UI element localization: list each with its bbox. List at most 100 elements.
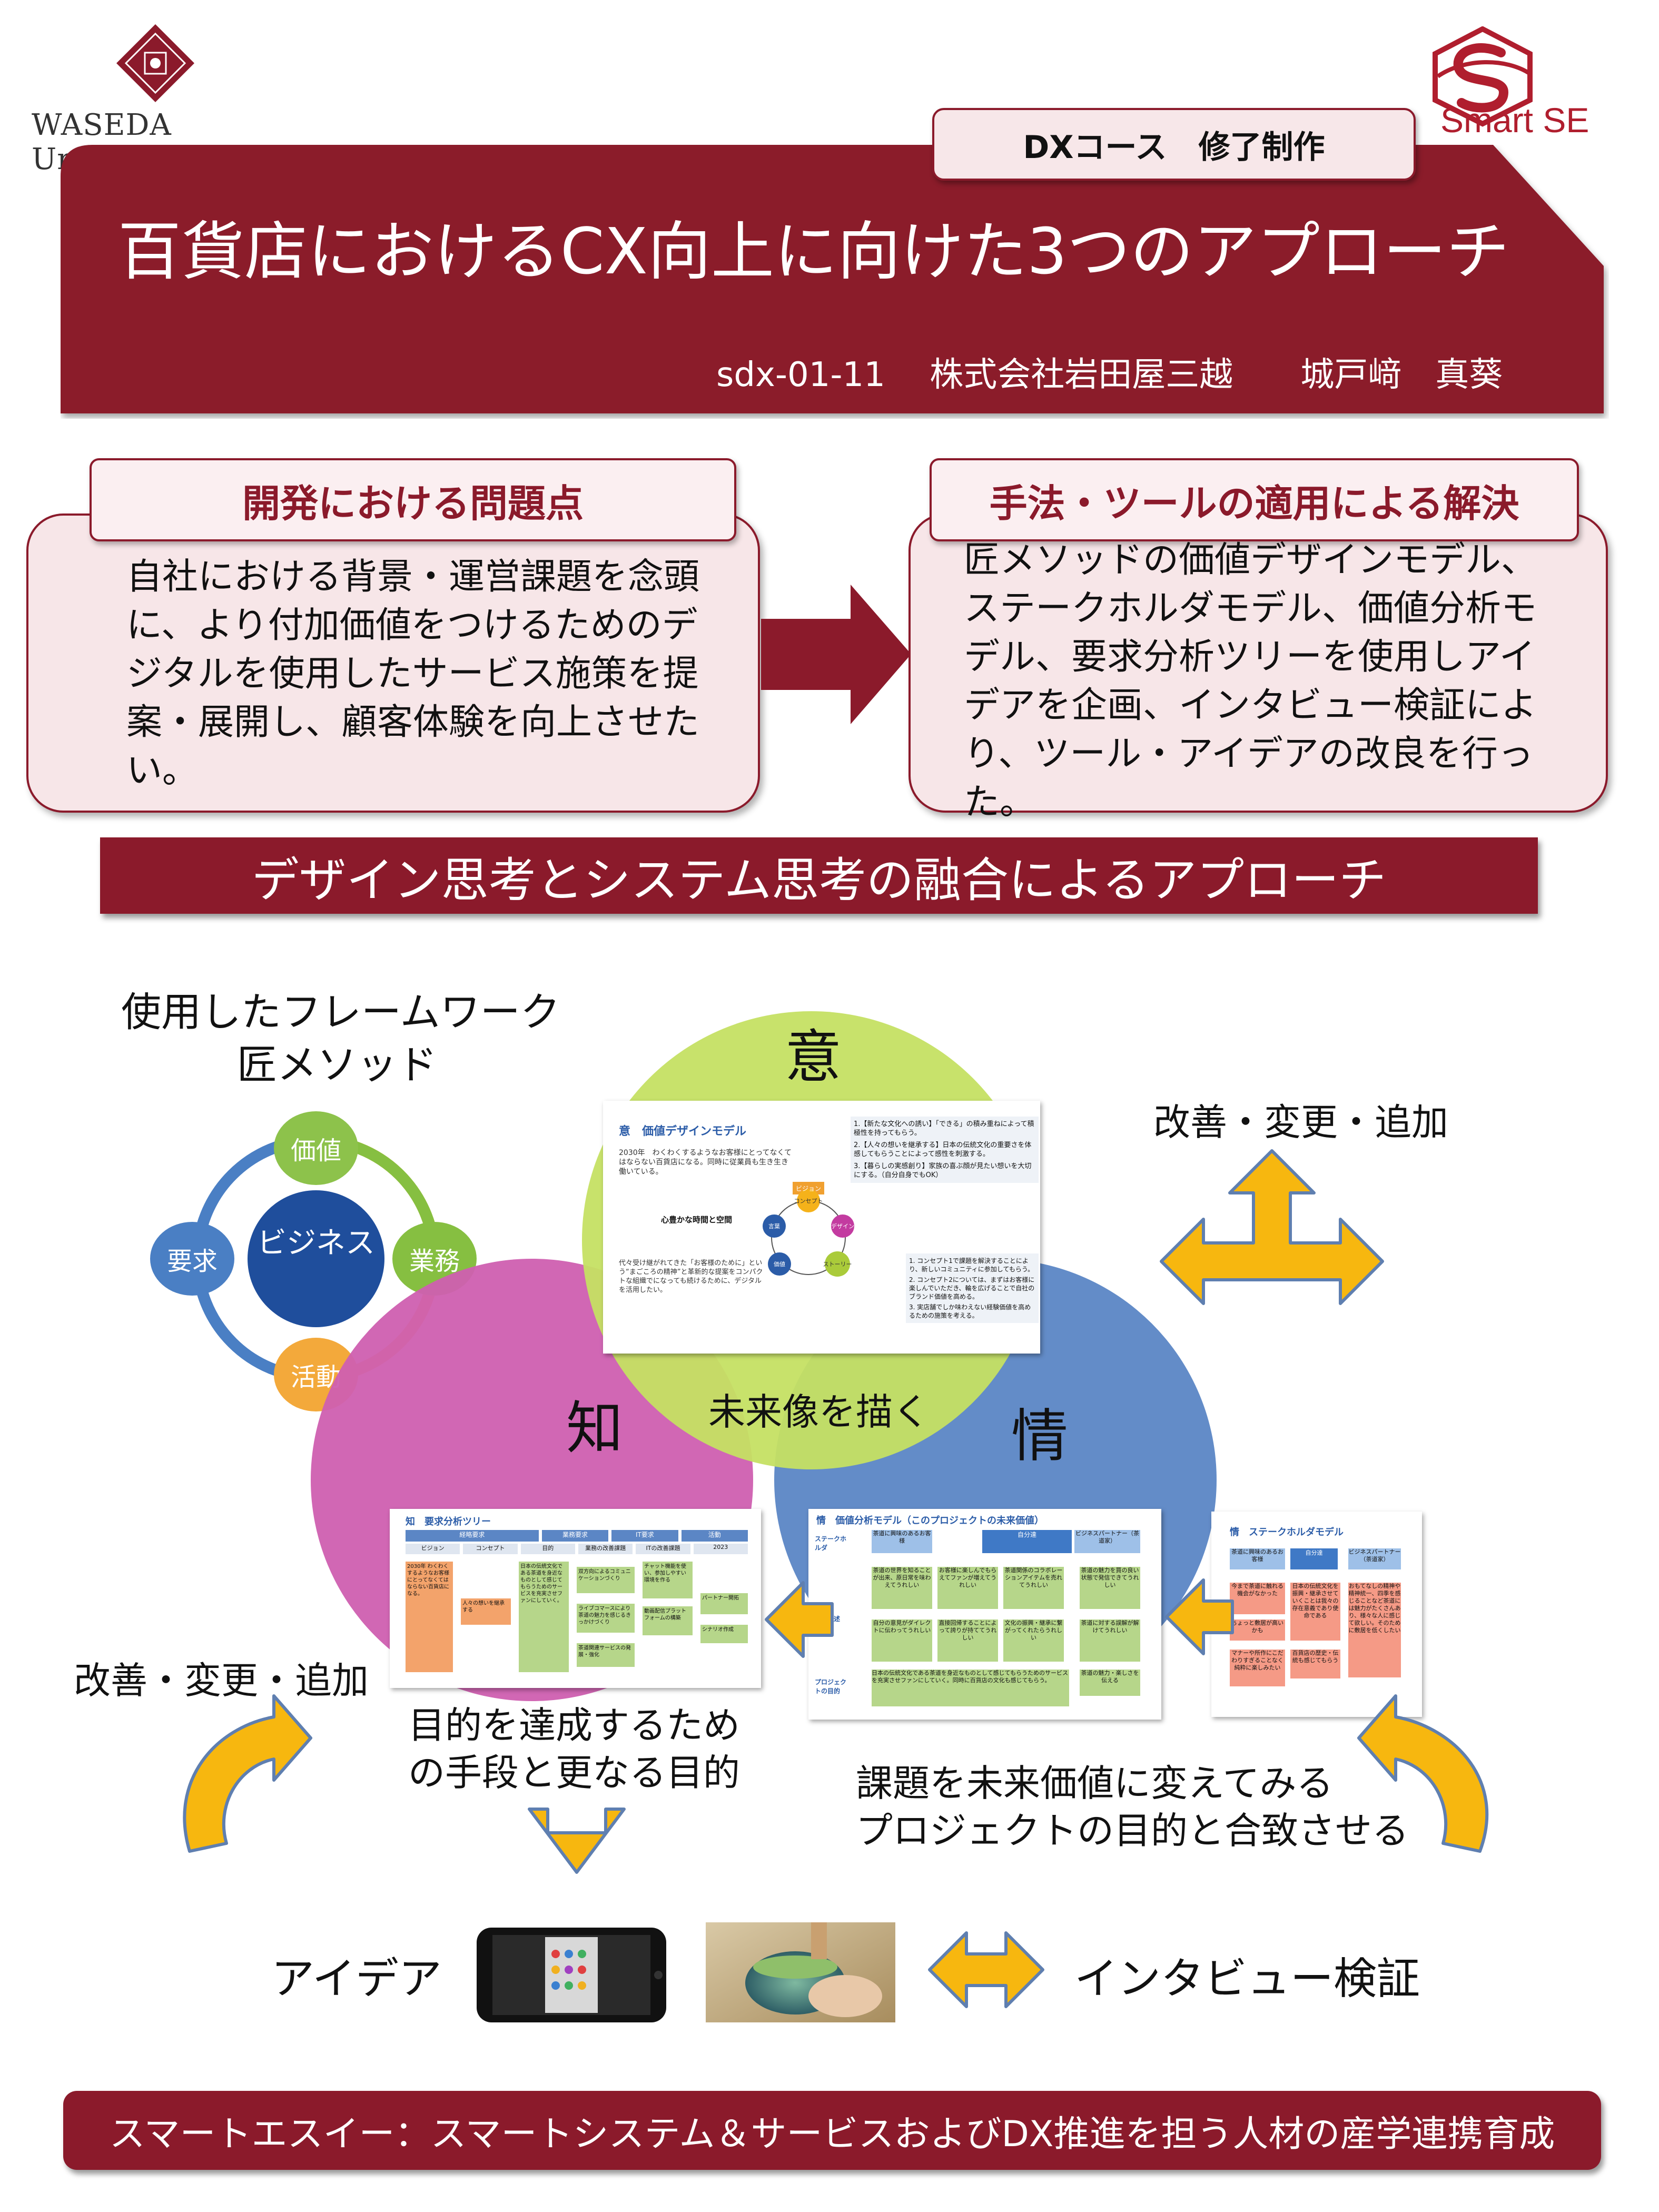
req-sub-4: 業務の改善課題 — [578, 1544, 633, 1554]
value-point-3: 3.【暮らしの実感創り】家族の喜ぶ顔が見たい想いを大切にする。（自分自身でもOK… — [854, 1162, 1032, 1179]
va-cell-3: 茶道関係のコラボレーションアイテムを売れてうれしい — [1003, 1567, 1064, 1609]
sh-cell-4: ちょっと敷居が高いかも — [1230, 1619, 1285, 1641]
venn-caption-right-1: 課題を未来価値に変えてみる — [856, 1762, 1334, 1805]
venn-caption-top: 未来像を描く — [708, 1390, 930, 1434]
concept-3: 3. 実店舗でしか味わえない経験価値を高めるための施策を考える。 — [909, 1303, 1031, 1319]
req-cell-communication: 双方向によるコミュニケーションづくり — [577, 1567, 635, 1593]
requirements-subheader-row: ビジョン コンセプト 目的 業務の改善課題 ITの改善課題 2023 — [406, 1544, 748, 1554]
framework-subtitle: 匠メソッド — [237, 1041, 437, 1088]
venn-char-right: 情 — [1011, 1404, 1069, 1469]
va-cell-2: お客様に楽しんでもらえてファンが増えてうれしい — [937, 1567, 998, 1609]
concept-1: 1. コンセプト1で課題を解決することにより、新しいコミュニティに参加してもらう… — [909, 1257, 1034, 1273]
concept-2: 2. コンセプト2については、まずはお客様に楽しんでいただき、輪を広げることで自… — [909, 1276, 1035, 1300]
value-point-1: 1.【新たな文化への誘い】「できる」の積み重ねによって積極性を持ってもらう。 — [854, 1120, 1034, 1137]
cycle-node-requirements: 要求 — [150, 1222, 234, 1296]
va-purpose-right: 茶道の魅力・楽しさを伝える — [1080, 1670, 1140, 1696]
venn-char-top: 意 — [785, 1024, 842, 1090]
interview-label: インタビュー検証 — [1074, 1954, 1420, 2004]
req-cell-purpose: 日本の伝統文化である茶道を身近なものとして感じてもらうためのサービスを充実させフ… — [519, 1562, 569, 1672]
venn-char-left: 知 — [566, 1396, 624, 1461]
sh-col-1: 茶道に興味のあるお客様 — [1230, 1548, 1285, 1569]
flow-arrows — [183, 1149, 1489, 2008]
cycle-node-3: ストーリー — [823, 1261, 852, 1268]
cycle-node-0: ビジョン — [796, 1185, 821, 1192]
va-cell-4: 茶道の魅力を買の良い状態で発信できてうれしい — [1080, 1567, 1140, 1609]
venn-caption-left-2: の手段と更なる目的 — [408, 1751, 740, 1794]
framework-title: 使用したフレームワーク — [121, 989, 560, 1035]
req-cell-livecommerce: ライブコマースにより茶道の魅力を感じるきっかけづくり — [577, 1604, 635, 1633]
cycle-node-operations: 業務 — [392, 1222, 477, 1296]
req-sub-6: 2023 — [693, 1544, 748, 1554]
va-col-3: ビジネスパートナー（茶道家） — [1074, 1530, 1140, 1553]
req-sub-1: ビジョン — [406, 1544, 460, 1554]
sh-cell-1: 今まで茶道に触れる機会がなかった — [1230, 1583, 1285, 1614]
curved-arrow-left-icon — [183, 1694, 312, 1853]
req-sub-3: 目的 — [520, 1544, 575, 1554]
req-cell-scenario: シナリオ作成 — [700, 1625, 748, 1643]
stakeholder-panel: 情 ステークホルダモデル 茶道に興味のあるお客様 自分達 ビジネスパートナー（茶… — [1211, 1512, 1422, 1717]
problem-box — [26, 514, 760, 813]
req-cell-chat: チャット機能を使い、参加しやすい環境を作る — [643, 1562, 693, 1598]
value-design-points: 1.【新たな文化への誘い】「できる」の積み重ねによって積極性を持ってもらう。 2… — [851, 1117, 1039, 1183]
va-col-2: 自分達 — [982, 1530, 1072, 1553]
improve-label-left: 改善・変更・追加 — [74, 1659, 369, 1702]
cycle-node-1: コンセプト — [794, 1198, 823, 1204]
problem-heading: 開発における問題点 — [90, 458, 736, 541]
matcha-tea-photo — [706, 1922, 895, 2022]
author-line: sdx-01-11 株式会社岩田屋三越 城戸﨑 真葵 — [716, 355, 1503, 394]
cycle-node-value: 価値 — [274, 1111, 358, 1185]
stakeholder-title: 情 ステークホルダモデル — [1230, 1527, 1344, 1538]
req-header-1: 経略要求 — [406, 1530, 539, 1542]
req-cell-video-platform: 動画配信プラットフォームの構築 — [643, 1606, 693, 1635]
venn-caption-right-2: プロジェクトの目的と合致させる — [856, 1809, 1409, 1852]
left-arrow-icon — [765, 1581, 834, 1658]
footer-banner: スマートエスイー：スマートシステム＆サービスおよびDX推進を担う人材の産学連携育… — [63, 2091, 1601, 2170]
req-sub-2: コンセプト — [463, 1544, 518, 1554]
value-design-bottom-text: 代々受け継がれてきた「お客様のために」という“まごころの精神”と革新的な提案をコ… — [619, 1259, 763, 1294]
value-design-panel: 意 価値デザインモデル 2030年 わくわくするようなお客様にとってなくてはなら… — [603, 1101, 1040, 1354]
four-way-arrow-icon — [1160, 1149, 1384, 1305]
idea-label: アイデア — [271, 1954, 442, 2004]
problem-text: 自社における背景・運営課題を念頭に、より付加価値をつけるためのデジタルを使用した… — [126, 556, 700, 792]
va-purpose: 日本の伝統文化である茶道を身近なものとして感じてもらうためのサービスを充実させフ… — [872, 1670, 1069, 1706]
value-design-cycle-center: 心豊かな時間と空間 — [661, 1215, 733, 1224]
req-header-4: 活動 — [681, 1530, 748, 1542]
down-arrow-icon — [528, 1808, 626, 1874]
value-design-title: 意 価値デザインモデル — [619, 1125, 747, 1138]
title-banner — [61, 145, 1604, 413]
section-title: デザイン思考とシステム思考の融合によるアプローチ — [100, 837, 1538, 914]
improve-label-right: 改善・変更・追加 — [1153, 1101, 1448, 1144]
cycle-node-5: 言葉 — [768, 1222, 780, 1230]
cycle-center-label: ビジネス — [257, 1226, 375, 1260]
va-cell-8: 茶道に対する誤解が解けてうれしい — [1080, 1619, 1140, 1662]
solution-text: 匠メソッドの価値デザインモデル、ステークホルダモデル、価値分析モデル、要求分析ツ… — [964, 539, 1537, 823]
left-arrow-icon — [1165, 1578, 1234, 1655]
curved-arrow-right-icon — [1357, 1694, 1489, 1853]
value-design-intro: 2030年 わくわくするようなお客様にとってなくてはならない百貨店になる。同時に… — [619, 1149, 792, 1176]
sh-cell-6: 百貨店の歴史・伝統も感じてもらう — [1290, 1650, 1340, 1678]
req-cell-vision: 2030年 わくわくするようなお客様にとってなくてはならない百貨店になる。 — [406, 1562, 453, 1672]
page-title: 百貨店におけるCX向上に向けた3つのアプローチ — [117, 215, 1510, 289]
va-cell-7: 文化の振興・継承に繋がってくれたらうれしい — [1003, 1619, 1064, 1662]
va-cell-6: 直接回帰することによって誇りが持ててうれしい — [937, 1619, 998, 1662]
requirements-title: 知 要求分析ツリー — [406, 1516, 491, 1527]
value-point-2: 2.【人々の想いを継承する】日本の伝統文化の重要さを体感してもらうことによって感… — [854, 1141, 1032, 1158]
req-header-3: IT要求 — [611, 1530, 678, 1542]
sh-cell-5: マナーや所作にこだわりすぎることなく純粋に楽しみたい — [1230, 1650, 1285, 1686]
req-sub-5: ITの改善課題 — [636, 1544, 690, 1554]
brand-name: Smart SE — [1440, 101, 1589, 140]
va-cell-5: 自分の意見がダイレクトに伝わってうれしい — [872, 1619, 932, 1662]
value-analysis-title: 情 価値分析モデル（このプロジェクトの未来価値） — [816, 1515, 1044, 1526]
solution-box — [908, 514, 1608, 813]
course-tag: DXコース 修了制作 — [932, 108, 1416, 181]
venn-caption-left-1: 目的を達成するため — [408, 1704, 740, 1747]
requirements-tree-panel: 知 要求分析ツリー 経略要求 業務要求 IT要求 活動 ビジョン コンセプト 目… — [390, 1509, 761, 1688]
waseda-seal-logo — [116, 24, 194, 102]
double-arrow-icon — [928, 1931, 1044, 2008]
req-header-2: 業務要求 — [541, 1530, 609, 1542]
va-cell-1: 茶道の世界を知ることが出来、原日常を味わえてうれしい — [872, 1567, 932, 1609]
right-arrow-icon — [761, 585, 911, 724]
solution-heading: 手法・ツールの適用による解決 — [930, 458, 1579, 541]
value-analysis-panel: 情 価値分析モデル（このプロジェクトの未来価値） ステークホルダ 価値記述 プロ… — [808, 1509, 1161, 1720]
value-design-cycle: ビジョン コンセプト デザイン ストーリー 価値 言葉 — [763, 1182, 854, 1277]
